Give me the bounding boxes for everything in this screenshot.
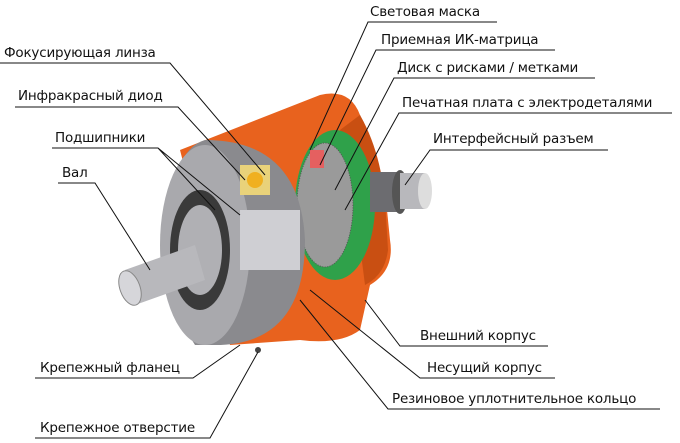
- label-outer-case: Внешний корпус: [420, 328, 536, 344]
- label-disk: Диск с рисками / метками: [397, 60, 579, 76]
- connector-part: [370, 170, 432, 214]
- ir-receiver: [310, 150, 324, 168]
- label-mount-hole: Крепежное отверстие: [40, 420, 195, 436]
- focusing-lens-part: [247, 172, 263, 188]
- label-bearings: Подшипники: [55, 130, 146, 146]
- label-ir-receiver: Приемная ИК-матрица: [381, 32, 539, 48]
- label-ir-diode: Инфракрасный диод: [18, 88, 163, 104]
- label-shaft: Вал: [62, 165, 88, 181]
- label-carrier-case: Несущий корпус: [427, 360, 542, 376]
- label-focusing-lens: Фокусирующая линза: [4, 45, 156, 61]
- label-flange: Крепежный фланец: [40, 360, 180, 376]
- label-seal-ring: Резиновое уплотнительное кольцо: [392, 391, 637, 407]
- label-light-mask: Световая маска: [370, 4, 480, 20]
- shaft-part: [118, 245, 205, 306]
- label-pcb: Печатная плата с электродеталями: [402, 95, 653, 111]
- label-connector: Интерфейсный разъем: [433, 131, 594, 147]
- bearing-inner: [240, 210, 300, 270]
- code-disk: [296, 142, 354, 268]
- leader-lines: [0, 21, 672, 439]
